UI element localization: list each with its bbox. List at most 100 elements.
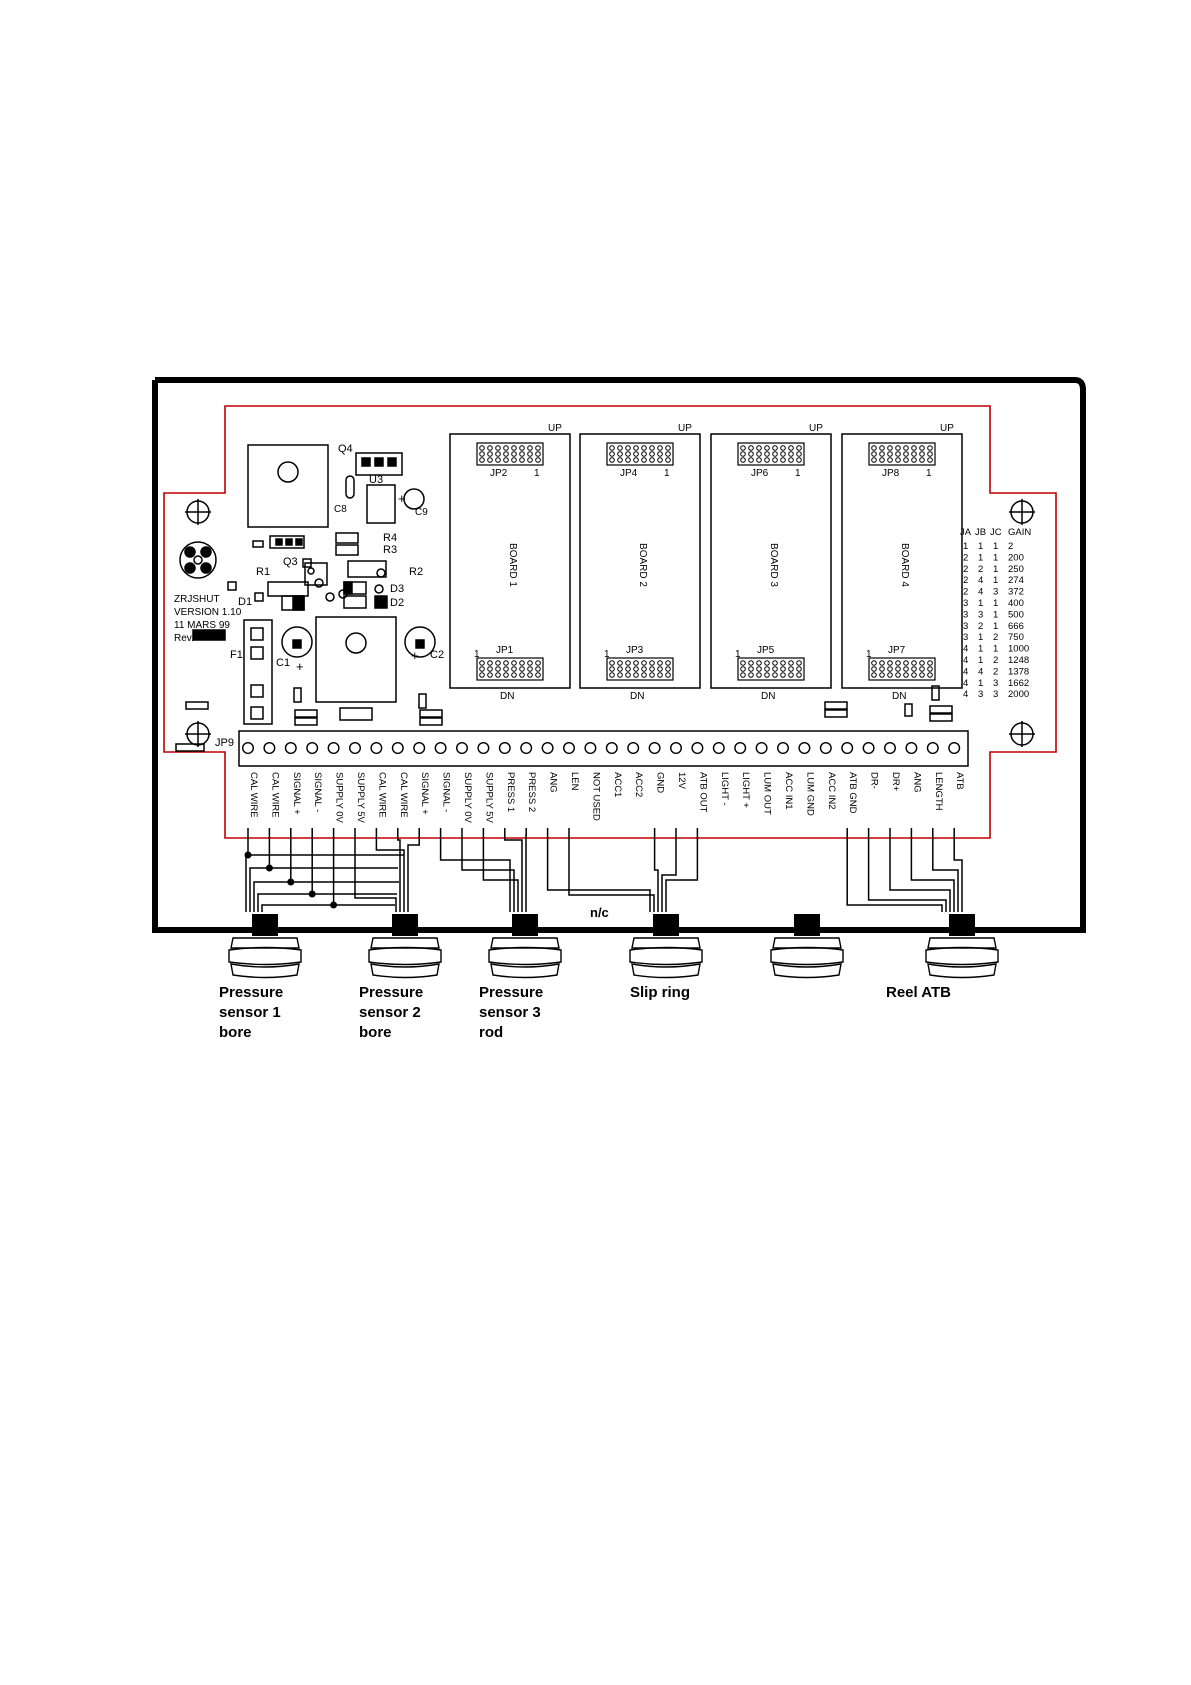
top-jumper-label: JP4 bbox=[620, 468, 638, 479]
terminal: LUM GND bbox=[798, 742, 815, 816]
svg-text:+: + bbox=[398, 491, 406, 506]
wire bbox=[653, 828, 659, 912]
board-dn-label: DN bbox=[761, 691, 775, 702]
gain-table-cell: 1 bbox=[993, 621, 998, 632]
gain-table-cell: 4 bbox=[963, 689, 968, 700]
gain-table-cell: 1000 bbox=[1008, 644, 1029, 655]
gain-table-cell: 1 bbox=[978, 552, 983, 563]
terminal-label: PRESS 1 bbox=[505, 772, 516, 812]
board-name: BOARD 1 bbox=[507, 543, 518, 587]
wire bbox=[932, 828, 959, 912]
wire bbox=[846, 828, 943, 912]
terminal-label: CAL WIRE bbox=[248, 772, 259, 818]
terminal-label: ANG bbox=[911, 772, 922, 793]
gain-table-cell: 1 bbox=[978, 632, 983, 643]
wire bbox=[253, 828, 292, 912]
gland-label: sensor 3 bbox=[479, 1004, 541, 1021]
wire bbox=[889, 828, 951, 912]
terminal: ANG bbox=[905, 742, 922, 793]
component-labels: Q4 U3 C8 C9 R4 R3 Q3 R2 R1 D1 D3 D2 F1 C… bbox=[174, 443, 444, 749]
gland-label: Pressure bbox=[479, 984, 543, 1001]
q4-transistor bbox=[355, 452, 403, 476]
terminal-label: ACC1 bbox=[612, 772, 623, 797]
gland-entry bbox=[512, 914, 538, 936]
terminal-label: 12V bbox=[676, 772, 687, 790]
gain-table-cell: 2 bbox=[963, 564, 968, 575]
terminal: LIGHT + bbox=[734, 742, 751, 808]
capacitor-c2 bbox=[404, 626, 436, 658]
terminal: SUPPLY 0V bbox=[327, 742, 345, 824]
wire bbox=[245, 828, 249, 912]
cable-gland: Reel ATB bbox=[886, 914, 999, 1001]
gain-table-cell: 250 bbox=[1008, 564, 1024, 575]
terminal-label: SUPPLY 5V bbox=[355, 772, 366, 824]
terminal: LEN bbox=[563, 742, 580, 791]
terminal-label: NOT USED bbox=[590, 772, 601, 821]
wire bbox=[953, 828, 963, 912]
board-name: BOARD 4 bbox=[899, 543, 910, 587]
top-header bbox=[737, 442, 805, 466]
gland-label: Reel ATB bbox=[886, 984, 951, 1001]
label-q3: Q3 bbox=[283, 556, 298, 568]
gain-table-cell: 2 bbox=[993, 655, 998, 666]
gland-label: rod bbox=[479, 1024, 503, 1041]
terminal: ACC2 bbox=[627, 742, 644, 797]
wire bbox=[461, 828, 515, 912]
gain-table-cell: 2 bbox=[963, 575, 968, 586]
cable-gland: Slip ring bbox=[629, 914, 703, 1001]
label-r4: R4 bbox=[383, 532, 397, 544]
gland-entry bbox=[252, 914, 278, 936]
gain-table-cell: 3 bbox=[963, 609, 968, 620]
bottom-header bbox=[606, 657, 674, 681]
terminal-label: ATB GND bbox=[847, 772, 858, 814]
gain-table-header: JC bbox=[990, 527, 1002, 538]
connector-icon bbox=[179, 541, 217, 579]
terminal-label: ACC IN1 bbox=[783, 772, 794, 809]
terminal-label: LIGHT - bbox=[719, 772, 730, 806]
terminal-label: ACC IN2 bbox=[826, 772, 837, 809]
gain-table-cell: 1 bbox=[963, 541, 968, 552]
capacitor-c1 bbox=[281, 626, 313, 658]
terminal-label: LEN bbox=[569, 772, 580, 791]
terminal: ATB OUT bbox=[691, 742, 708, 813]
gain-table-header: GAIN bbox=[1008, 527, 1031, 538]
gland-entry bbox=[794, 914, 820, 936]
fuse-holder bbox=[243, 619, 273, 725]
gain-table-cell: 2 bbox=[963, 552, 968, 563]
gain-table-cell: 750 bbox=[1008, 632, 1024, 643]
gain-table-cell: 2 bbox=[993, 666, 998, 677]
board-up-label: UP bbox=[678, 423, 692, 434]
gland-entry bbox=[653, 914, 679, 936]
wire bbox=[257, 828, 313, 912]
terminal: PRESS 1 bbox=[498, 742, 516, 812]
pcb-text-date: 11 MARS 99 bbox=[174, 620, 230, 631]
top-header bbox=[606, 442, 674, 466]
gain-table-cell: 1 bbox=[978, 541, 983, 552]
terminal-strip bbox=[238, 730, 969, 767]
gain-table-cell: 1 bbox=[978, 644, 983, 655]
bottom-header bbox=[868, 657, 936, 681]
label-u3: U3 bbox=[369, 474, 383, 486]
regulator-main bbox=[315, 616, 397, 703]
gland-label: sensor 1 bbox=[219, 1004, 281, 1021]
svg-text:+: + bbox=[296, 659, 304, 674]
terminal: ACC IN1 bbox=[777, 742, 794, 809]
terminal-label: LUM GND bbox=[804, 772, 815, 816]
top-header bbox=[868, 442, 936, 466]
terminal-label: SUPPLY 0V bbox=[334, 772, 345, 824]
terminal-label: PRESS 2 bbox=[526, 772, 537, 812]
pcb-outline bbox=[163, 405, 1057, 839]
pcb-text-version: VERSION 1.10 bbox=[174, 607, 242, 618]
terminal-label: SUPPLY 5V bbox=[483, 772, 494, 824]
regulator-top bbox=[247, 444, 329, 528]
svg-text:+: + bbox=[411, 648, 419, 663]
terminal: GND bbox=[648, 742, 666, 793]
bottom-pin-label: 1 bbox=[866, 649, 872, 660]
terminal: ATB bbox=[948, 742, 965, 790]
gain-table-cell: 1 bbox=[993, 575, 998, 586]
